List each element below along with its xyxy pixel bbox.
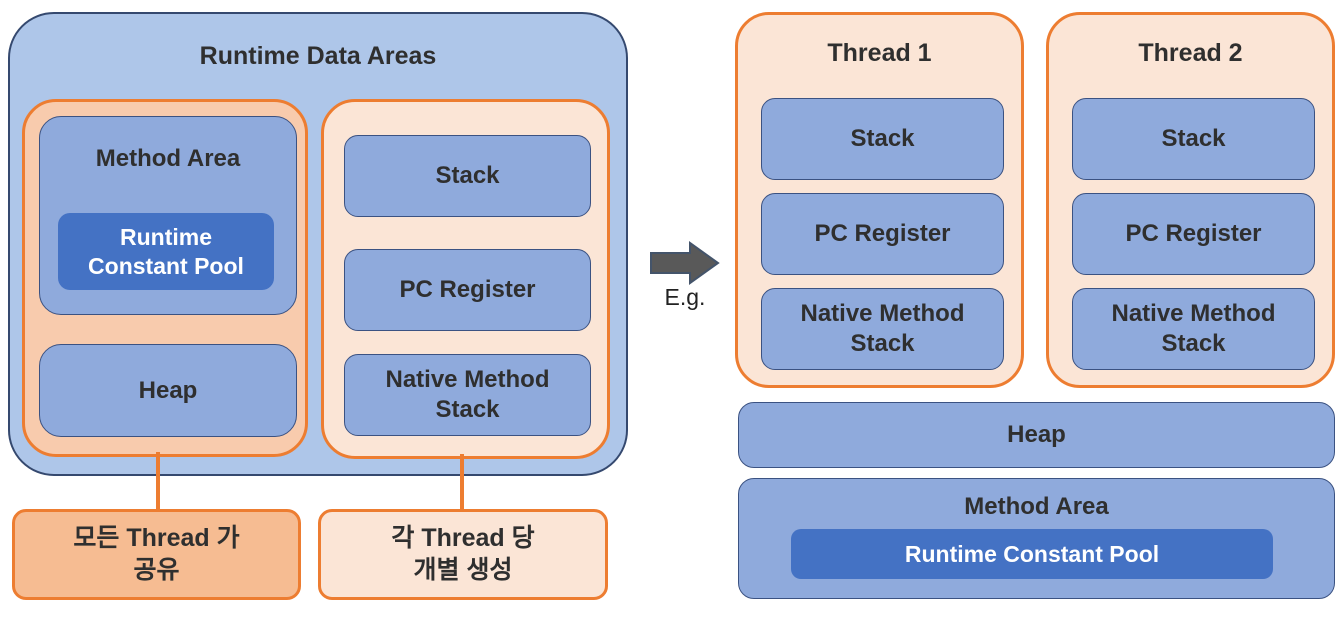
method-area-bar-label: Method Area — [964, 493, 1109, 520]
right-arrow-icon — [650, 241, 720, 285]
per-thread-group: Stack PC Register Native Method Stack — [321, 99, 610, 459]
callout-shared-by-all-threads: 모든 Thread 가 공유 — [12, 509, 301, 600]
native-method-stack-box: Native Method Stack — [344, 354, 591, 436]
thread-2-pc-register-box: PC Register — [1072, 193, 1315, 275]
thread-1-container: Thread 1 Stack PC Register Native Method… — [735, 12, 1024, 388]
thread-2-container: Thread 2 Stack PC Register Native Method… — [1046, 12, 1335, 388]
heap-bar: Heap — [738, 402, 1335, 468]
method-area-label: Method Area — [95, 145, 241, 172]
thread-1-pc-register-box: PC Register — [761, 193, 1004, 275]
thread-1-title: Thread 1 — [827, 39, 932, 67]
heap-box: Heap — [39, 344, 297, 437]
thread-1-native-method-stack-box: Native Method Stack — [761, 288, 1004, 370]
shared-group-connector-line — [156, 452, 160, 512]
per-thread-group-connector-line — [460, 454, 464, 512]
callout-created-per-thread: 각 Thread 당 개별 생성 — [318, 509, 608, 600]
runtime-data-areas-container: Runtime Data Areas Method Area Runtime C… — [8, 12, 628, 476]
thread-2-native-method-stack-box: Native Method Stack — [1072, 288, 1315, 370]
thread-1-stack-box: Stack — [761, 98, 1004, 180]
runtime-constant-pool-box: Runtime Constant Pool — [58, 213, 274, 290]
method-area-bar: Method Area Runtime Constant Pool — [738, 478, 1335, 599]
thread-2-title: Thread 2 — [1138, 39, 1243, 67]
eg-label: E.g. — [664, 284, 706, 310]
runtime-constant-pool-bar: Runtime Constant Pool — [791, 529, 1273, 579]
pc-register-box: PC Register — [344, 249, 591, 331]
thread-2-stack-box: Stack — [1072, 98, 1315, 180]
shared-memory-group: Method Area Runtime Constant Pool Heap — [22, 99, 308, 457]
stack-box: Stack — [344, 135, 591, 217]
runtime-data-areas-title: Runtime Data Areas — [199, 42, 437, 70]
method-area-box: Method Area Runtime Constant Pool — [39, 116, 297, 315]
